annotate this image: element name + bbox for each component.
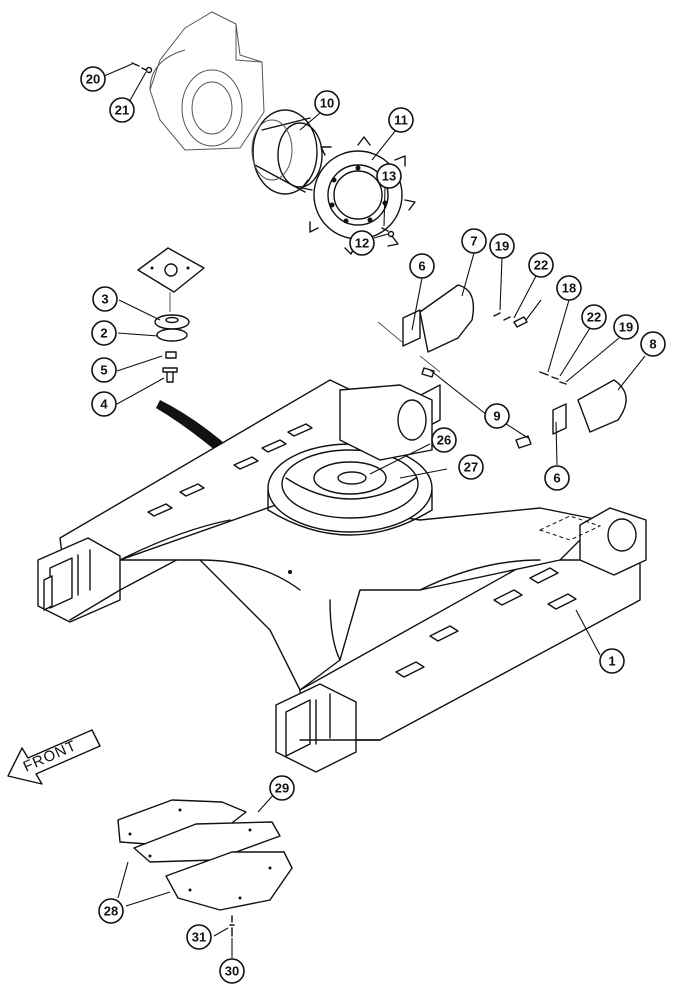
callout-22-lower-label: 22 <box>587 310 601 325</box>
callout-8-label: 8 <box>649 337 656 352</box>
callout-26-label: 26 <box>437 433 451 448</box>
leader-lines <box>103 63 646 958</box>
track-frame <box>37 379 647 773</box>
callout-12-label: 12 <box>355 236 369 251</box>
under-cover-bolts <box>229 915 235 937</box>
callout-22-upper: 22 <box>528 252 554 278</box>
callout-4: 4 <box>91 391 117 417</box>
track-motor-assembly <box>149 11 265 151</box>
track-hub-bearing <box>251 109 323 195</box>
cover-plates-lower-right <box>515 379 627 449</box>
callout-28: 28 <box>98 898 124 924</box>
callout-6-upper-label: 6 <box>418 259 425 274</box>
callout-20-label: 20 <box>86 72 100 87</box>
callout-19-lower-label: 19 <box>619 320 633 335</box>
callout-9-label: 9 <box>493 409 500 424</box>
callout-1-label: 1 <box>608 654 615 669</box>
front-label: FRONT <box>21 737 80 776</box>
callout-19-upper-label: 19 <box>495 239 509 254</box>
callout-2-label: 2 <box>100 326 107 341</box>
cover-plates-upper <box>377 284 567 385</box>
callout-30: 30 <box>219 958 245 984</box>
callout-6-upper: 6 <box>409 253 435 279</box>
callout-5: 5 <box>91 357 117 383</box>
callout-31: 31 <box>186 924 212 950</box>
callout-13: 13 <box>376 163 402 189</box>
callout-3: 3 <box>92 286 118 312</box>
callout-30-label: 30 <box>225 964 239 979</box>
callout-18: 18 <box>556 275 582 301</box>
callout-19-lower: 19 <box>613 314 639 340</box>
callout-22-lower: 22 <box>581 304 607 330</box>
callout-27: 27 <box>458 454 484 480</box>
small-bolts-top <box>131 62 395 238</box>
under-cover-plates <box>117 799 293 911</box>
callout-26: 26 <box>431 427 457 453</box>
callout-13-label: 13 <box>382 169 396 184</box>
callout-21: 21 <box>109 97 135 123</box>
front-arrow-icon: FRONT <box>7 729 101 785</box>
callout-18-label: 18 <box>562 281 576 296</box>
callout-6-lower-label: 6 <box>553 471 560 486</box>
callout-19-upper: 19 <box>489 233 515 259</box>
callout-10: 10 <box>314 90 340 116</box>
callout-3-label: 3 <box>101 292 108 307</box>
callout-10-label: 10 <box>320 96 334 111</box>
callout-28-label: 28 <box>104 904 118 919</box>
callout-9: 9 <box>484 403 510 429</box>
callout-8: 8 <box>640 331 666 357</box>
callout-2: 2 <box>91 320 117 346</box>
callout-22-upper-label: 22 <box>534 258 548 273</box>
callout-6-lower: 6 <box>544 465 570 491</box>
callout-5-label: 5 <box>100 363 107 378</box>
callout-7: 7 <box>461 228 487 254</box>
callout-21-label: 21 <box>115 103 129 118</box>
callout-11: 11 <box>388 107 414 133</box>
callout-27-label: 27 <box>464 460 478 475</box>
callout-20: 20 <box>80 66 106 92</box>
callout-1: 1 <box>599 648 625 674</box>
callout-12: 12 <box>349 230 375 256</box>
callout-29: 29 <box>269 775 295 801</box>
callout-7-label: 7 <box>470 234 477 249</box>
callout-11-label: 11 <box>394 113 408 128</box>
swivel-plate-stack <box>137 247 205 383</box>
callout-31-label: 31 <box>192 930 206 945</box>
callout-4-label: 4 <box>100 397 108 412</box>
callout-29-label: 29 <box>275 781 289 796</box>
